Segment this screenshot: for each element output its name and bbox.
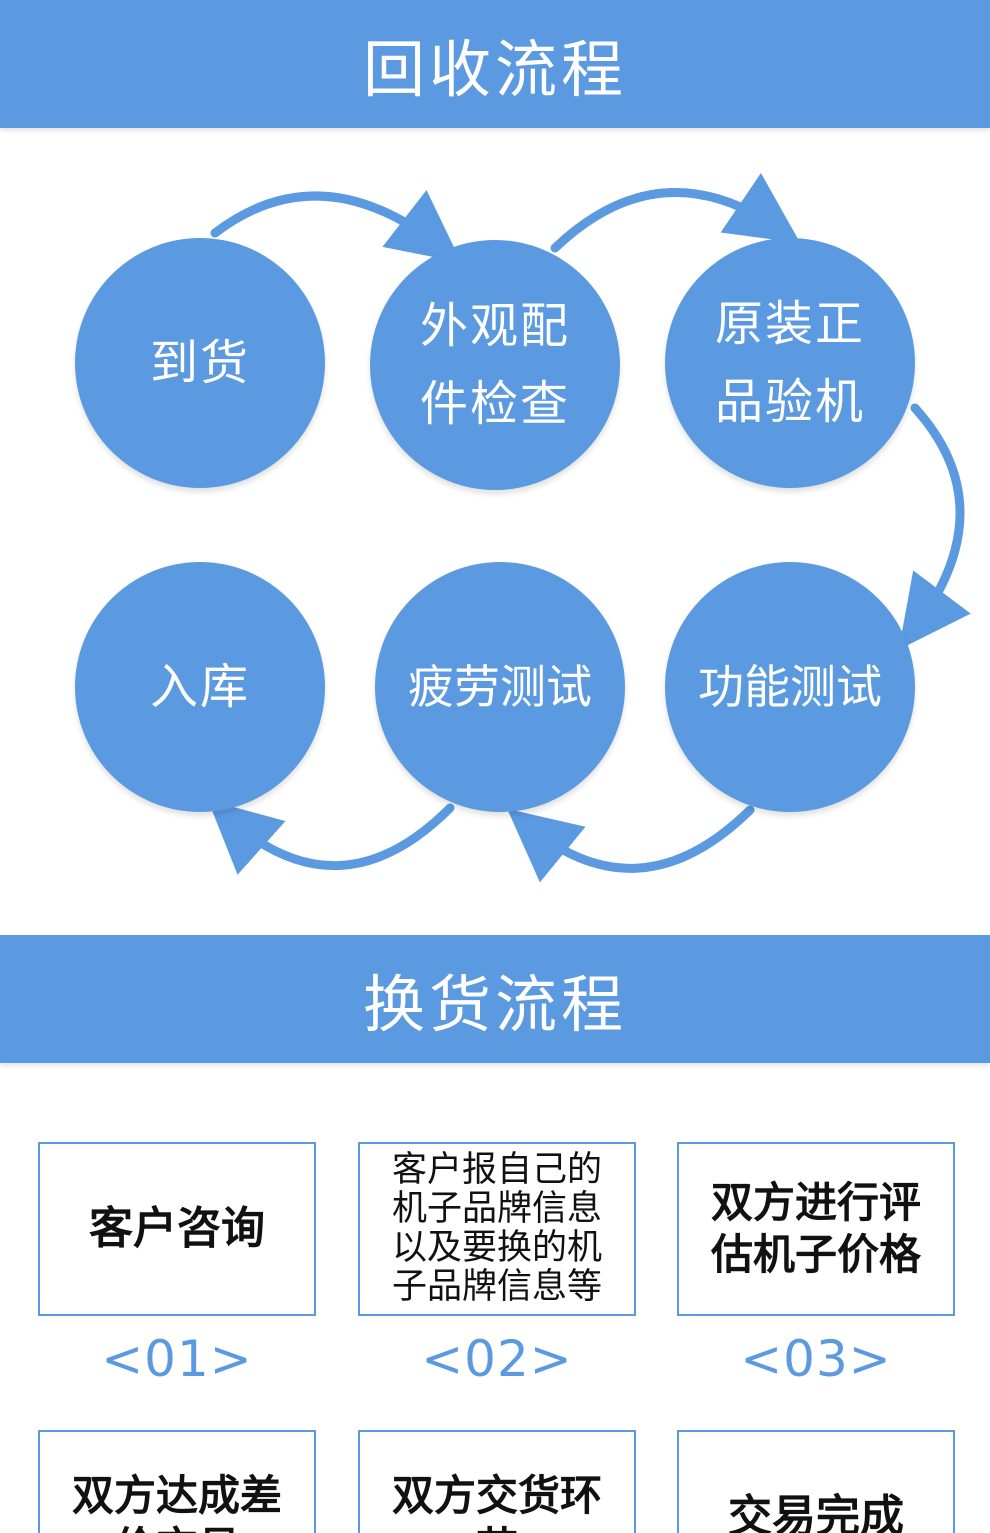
recycle-step-label: 品验机 [714,374,865,430]
recycle-step-label: 外观配 [419,298,570,354]
recycle-step-label: 到货 [149,335,250,391]
exchange-step-text: 交易完成 [728,1491,904,1533]
exchange-step-card-4: 双方达成差价交易 [38,1430,316,1533]
exchange-step-text: 客户报自己的机子品牌信息以及要换的机子品牌信息等 [391,1150,602,1307]
exchange-step-number: <02> [421,1330,573,1388]
exchange-step-card-3: 双方进行评估机子价格 [677,1142,955,1316]
exchange-step-card-5: 双方交货环节 [358,1430,636,1533]
recycle-step-warehousing: 入库 [75,562,325,812]
recycle-step-label: 入库 [149,659,250,715]
recycle-step-label: 疲劳测试 [408,660,592,714]
recycle-step-label: 功能测试 [698,660,882,714]
exchange-step-number: <01> [101,1330,253,1388]
recycle-process-title: 回收流程 [362,33,627,106]
exchange-process-title: 换货流程 [362,968,627,1041]
exchange-step-card-1: 客户咨询 [38,1142,316,1316]
recycle-flow-arrows [207,172,971,883]
exchange-step-text: 双方达成差价交易 [71,1471,282,1533]
arrow-1-to-2 [210,189,462,263]
arrow-3-to-4 [898,403,971,650]
recycle-process-banner: 回收流程 [0,0,990,128]
recycle-step-fatigue-test: 疲劳测试 [375,562,625,812]
exchange-step-text: 双方交货环节 [391,1471,602,1533]
exchange-step-text: 客户咨询 [89,1203,265,1254]
arrow-4-to-5 [507,805,755,883]
exchange-step-card-6: 交易完成 [677,1430,955,1533]
recycle-step-genuine-check: 原装正 品验机 [665,238,915,488]
exchange-step-text: 双方进行评估机子价格 [710,1178,921,1279]
recycle-step-appearance-check: 外观配 件检查 [370,240,620,490]
exchange-process-banner: 换货流程 [0,935,990,1063]
exchange-step-number: <03> [740,1330,892,1388]
recycle-step-function-test: 功能测试 [665,562,915,812]
exchange-step-card-2: 客户报自己的机子品牌信息以及要换的机子品牌信息等 [358,1142,636,1316]
recycle-step-label: 原装正 [714,296,865,352]
recycle-step-arrival: 到货 [75,238,325,488]
arrow-2-to-3 [550,172,801,253]
arrow-5-to-6 [207,800,455,875]
recycle-step-label: 件检查 [419,376,570,432]
